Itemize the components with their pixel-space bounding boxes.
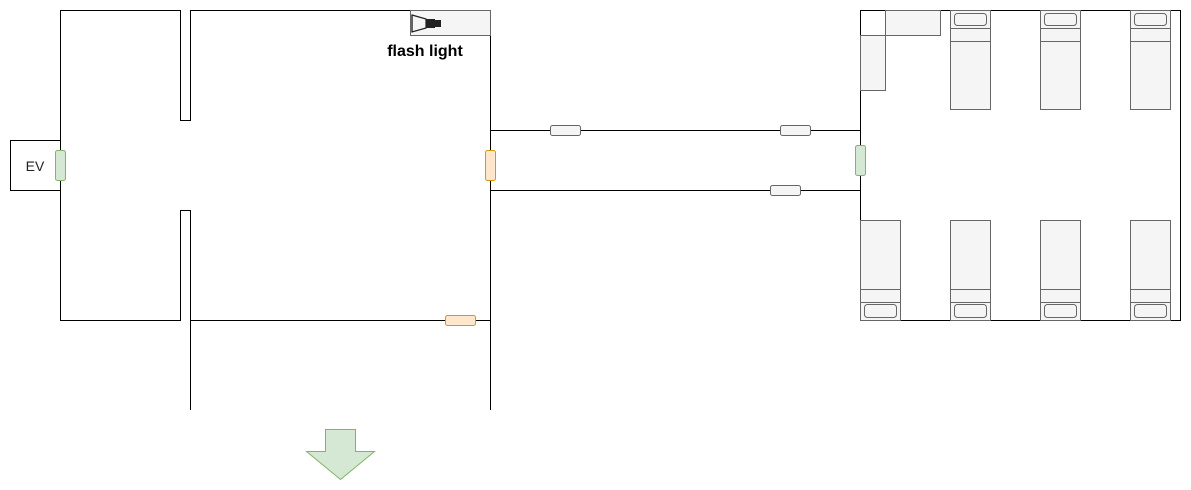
down-arrow-icon: [305, 429, 376, 481]
bed: [860, 220, 901, 321]
dormitory-furniture: [860, 10, 1171, 321]
bed: [950, 10, 991, 110]
wall-partition-lower: [180, 210, 191, 410]
door-main-room-east: [485, 150, 496, 181]
corridor-fixture: [550, 125, 581, 136]
wall-partition-upper: [180, 10, 191, 121]
corridor-fixture: [780, 125, 811, 136]
walls: [60, 10, 1181, 410]
flashlight: flash light: [387, 10, 491, 60]
door-ev: [55, 150, 66, 181]
bed: [1040, 220, 1081, 321]
flashlight-icon: [411, 14, 441, 33]
corridor-fixture: [770, 185, 801, 196]
cabinet: [860, 35, 886, 91]
ev-label: EV: [26, 158, 45, 174]
bed: [1040, 10, 1081, 110]
cabinet: [885, 10, 941, 36]
flashlight-label: flash light: [387, 43, 463, 60]
bed: [1130, 220, 1171, 321]
door-dormitory: [855, 145, 866, 176]
bed: [1130, 10, 1171, 110]
flashlight-box: [410, 10, 491, 36]
door-main-room-bottom: [445, 315, 476, 326]
bed: [950, 220, 991, 321]
